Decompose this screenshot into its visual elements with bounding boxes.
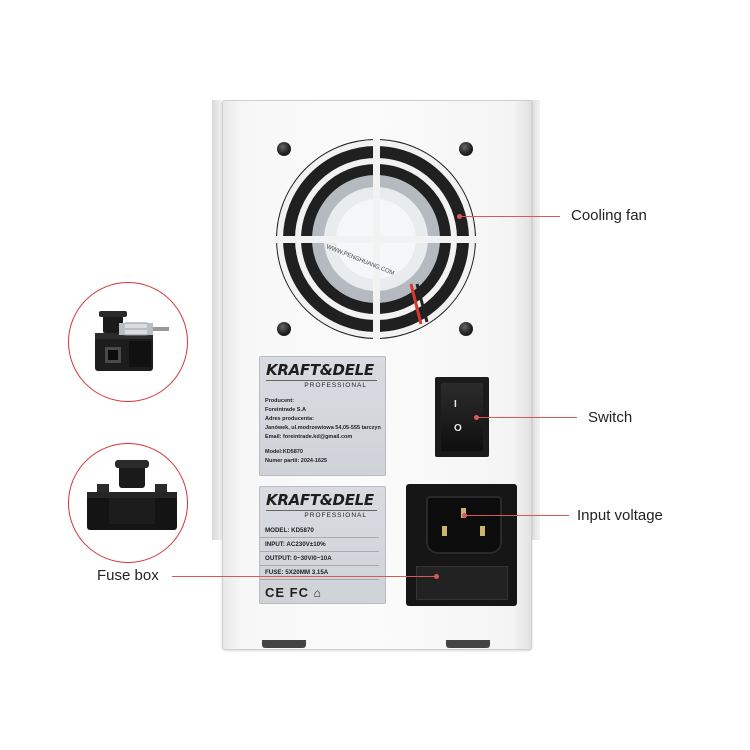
manufacturer-label: KRAFT&DELE PROFESSIONAL Producent: Forei… bbox=[259, 356, 386, 476]
spec-model: MODEL: KD5870 bbox=[260, 524, 379, 538]
switch-leader-line bbox=[477, 417, 577, 418]
switch-callout-dot bbox=[474, 415, 479, 420]
brand-tagline: PROFESSIONAL bbox=[266, 380, 377, 389]
producer-address: Janówek, ul.modrzewiowa 54,05-555 tarczy… bbox=[265, 425, 381, 431]
spec-fuse: FUSE: 5X20MM 3.15A bbox=[260, 566, 379, 580]
producer-name: Foreintrade S.A bbox=[265, 407, 306, 413]
power-inlet[interactable] bbox=[406, 484, 517, 606]
brand-logo: KRAFT&DELE bbox=[266, 491, 374, 509]
left-foot bbox=[262, 640, 306, 648]
screw-icon bbox=[459, 142, 473, 156]
spec-output: OUTPUT: 0~30V/0~10A bbox=[260, 552, 379, 566]
switch-callout: Switch bbox=[588, 409, 633, 426]
batch-number: Numer partii: 2024-1625 bbox=[265, 458, 328, 464]
fuse-holder-detail-open bbox=[68, 282, 188, 402]
fuse-holder-detail-closed bbox=[68, 443, 188, 563]
brand-logo: KRAFT&DELE bbox=[266, 361, 374, 379]
switch-on-mark: I bbox=[454, 399, 457, 410]
screw-icon bbox=[277, 142, 291, 156]
power-switch[interactable]: I O bbox=[435, 377, 489, 457]
fuse-box-leader-line bbox=[172, 576, 436, 577]
spec-label: KRAFT&DELE PROFESSIONAL MODEL: KD5870 IN… bbox=[259, 486, 386, 604]
fuse-holder-open-illustration bbox=[95, 311, 169, 371]
live-pin bbox=[442, 526, 447, 536]
input-voltage-callout: Input voltage bbox=[577, 507, 663, 524]
certification-text: CE FC bbox=[265, 585, 309, 600]
producer-heading: Producent: bbox=[265, 398, 295, 404]
input-voltage-callout-dot bbox=[462, 513, 467, 518]
fan-grille-icon: WWW.PENGHUANG.COM bbox=[276, 139, 476, 339]
neutral-pin bbox=[480, 526, 485, 536]
cooling-fan-leader-line bbox=[460, 216, 560, 217]
cooling-fan: WWW.PENGHUANG.COM bbox=[271, 134, 481, 344]
recycle-house-icon: ⌂ bbox=[313, 586, 322, 600]
fuse-box-callout: Fuse box bbox=[97, 567, 159, 584]
left-side-rail bbox=[212, 100, 222, 540]
right-side-rail bbox=[530, 100, 540, 540]
switch-off-mark: O bbox=[454, 423, 462, 434]
screw-icon bbox=[277, 322, 291, 336]
input-voltage-leader-line bbox=[465, 515, 569, 516]
model-number: Model:KD5870 bbox=[265, 449, 303, 455]
fuse-drawer[interactable] bbox=[416, 566, 508, 600]
iec-socket[interactable] bbox=[426, 496, 502, 554]
right-foot bbox=[446, 640, 490, 648]
address-heading: Adres producenta: bbox=[265, 416, 314, 422]
certification-marks: CE FC ⌂ bbox=[260, 580, 385, 600]
cooling-fan-callout: Cooling fan bbox=[571, 207, 647, 224]
spec-input: INPUT: AC230V±10% bbox=[260, 538, 379, 552]
producer-email: Email: foreintrade.kd@gmail.com bbox=[265, 434, 353, 440]
cooling-fan-callout-dot bbox=[457, 214, 462, 219]
fuse-box-callout-dot bbox=[434, 574, 439, 579]
fuse-holder-closed-illustration bbox=[87, 460, 177, 530]
screw-icon bbox=[459, 322, 473, 336]
brand-tagline: PROFESSIONAL bbox=[266, 510, 377, 519]
